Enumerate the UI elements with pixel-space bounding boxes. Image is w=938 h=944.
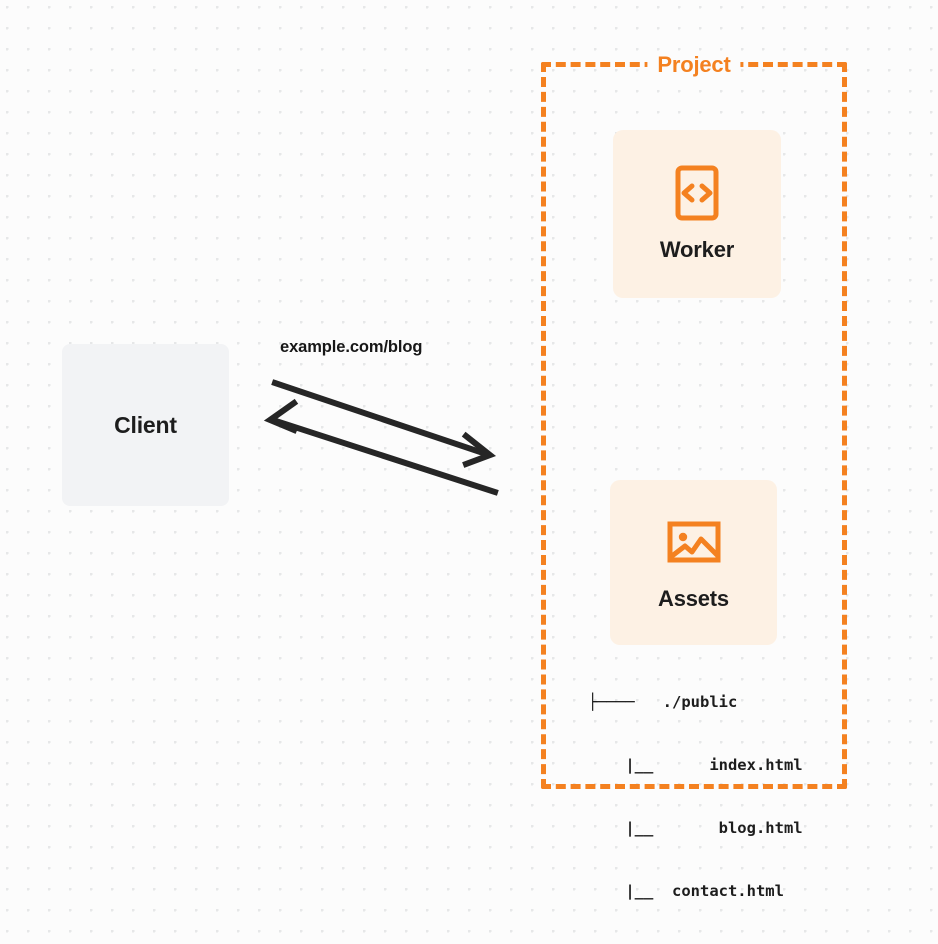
client-label: Client xyxy=(114,411,177,438)
file-tree-line: |__ contact.html xyxy=(588,882,784,900)
file-tree-line: ├──── ./public xyxy=(588,693,738,711)
response-arrow xyxy=(263,398,499,496)
assets-label: Assets xyxy=(658,585,729,611)
assets-node[interactable]: Assets xyxy=(610,480,777,645)
diagram-canvas: Client example.com/blog Project Worker xyxy=(62,52,847,900)
file-tree-line: |__ blog.html xyxy=(588,819,803,837)
worker-label: Worker xyxy=(659,237,735,262)
connection-url-label: example.com/blog xyxy=(280,338,423,356)
request-arrow xyxy=(271,379,497,468)
image-icon xyxy=(667,521,720,562)
connection-arrows xyxy=(263,379,499,496)
worker-node[interactable]: Worker xyxy=(613,130,781,298)
code-brackets-icon xyxy=(675,165,719,221)
assets-file-tree: ├──── ./public |__ index.html |__ blog.h… xyxy=(588,650,803,944)
client-node[interactable]: Client xyxy=(62,344,229,506)
project-container: Project xyxy=(541,52,847,789)
file-tree-line: |__ index.html xyxy=(588,756,803,774)
project-title: Project xyxy=(647,52,741,78)
